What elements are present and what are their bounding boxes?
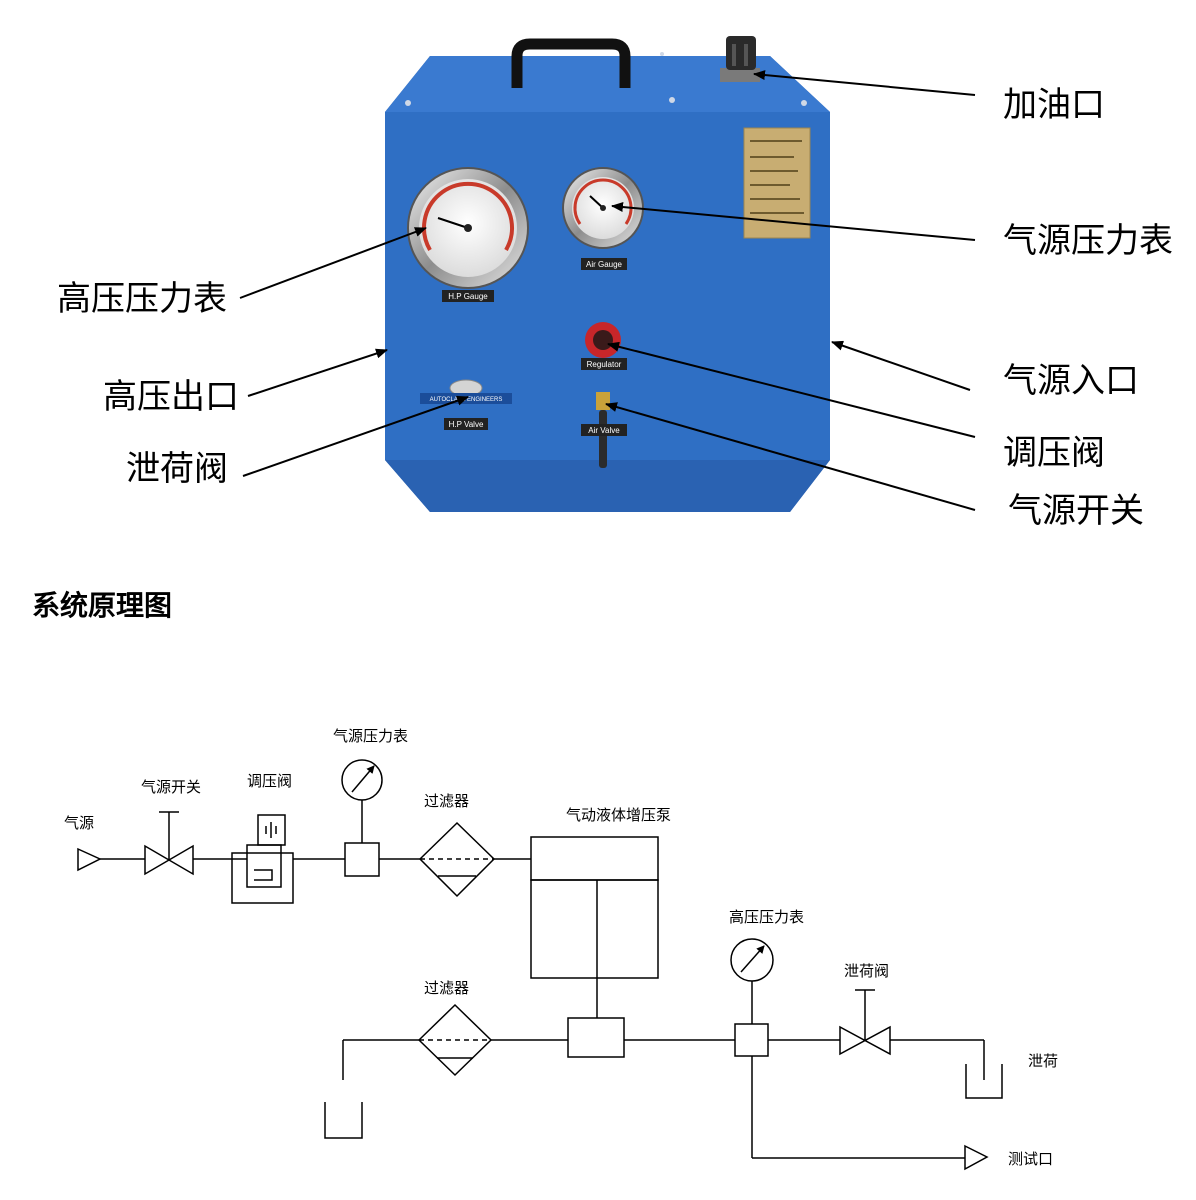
carry-handle bbox=[511, 38, 631, 88]
air-gauge-symbol bbox=[341, 759, 383, 801]
filter-bottom-symbol bbox=[417, 1003, 493, 1077]
callout-air-gauge: 气源压力表 bbox=[1003, 221, 1173, 261]
air-source-symbol bbox=[77, 847, 102, 872]
air-switch-valve bbox=[144, 811, 194, 876]
label-relief: 泄荷 bbox=[1028, 1052, 1058, 1070]
air-gauge-plate: Air Gauge bbox=[586, 260, 623, 269]
label-test-port: 测试口 bbox=[1008, 1150, 1053, 1168]
oil-fill-cap bbox=[720, 36, 760, 82]
label-hp-gauge: 高压压力表 bbox=[729, 908, 804, 926]
label-pump: 气动液体增压泵 bbox=[566, 806, 671, 824]
hp-gauge-plate: H.P Gauge bbox=[448, 292, 488, 301]
callout-regulator: 调压阀 bbox=[1003, 433, 1105, 473]
air-valve-plate: Air Valve bbox=[588, 426, 620, 435]
name-plate bbox=[743, 127, 811, 239]
pump-unit-photo: H.P Gauge Air Gauge Regulator Air Valve … bbox=[239, 36, 976, 512]
pump-symbol bbox=[530, 836, 659, 1058]
hp-valve-plate: H.P Valve bbox=[449, 420, 484, 429]
hp-tee bbox=[734, 1023, 769, 1057]
air-gauge: Air Gauge bbox=[562, 167, 644, 270]
hp-gauge-symbol bbox=[730, 938, 774, 982]
air-gauge-tee bbox=[344, 842, 380, 877]
label-air-gauge: 气源压力表 bbox=[333, 727, 408, 745]
callout-hp-outlet: 高压出口 bbox=[103, 377, 239, 417]
callout-air-inlet: 气源入口 bbox=[1003, 361, 1139, 401]
tank-left-symbol bbox=[324, 1102, 363, 1139]
regulator-plate: Regulator bbox=[587, 360, 622, 369]
test-port-symbol bbox=[964, 1144, 989, 1171]
hp-gauge: H.P Gauge bbox=[407, 167, 529, 302]
callout-oil-fill: 加油口 bbox=[1003, 85, 1105, 125]
label-regulator: 调压阀 bbox=[247, 772, 292, 790]
section-title: 系统原理图 bbox=[32, 589, 173, 622]
label-filter-bottom: 过滤器 bbox=[424, 979, 469, 997]
callout-hp-gauge: 高压压力表 bbox=[57, 279, 227, 319]
regulator-symbol bbox=[231, 814, 294, 904]
callout-air-switch: 气源开关 bbox=[1008, 491, 1144, 531]
tank-right-symbol bbox=[965, 1064, 1003, 1099]
label-relief-valve: 泄荷阀 bbox=[844, 962, 889, 980]
system-schematic: 气源 气源开关 调压阀 气源压力表 过滤器 气动液体增压泵 过滤器 高压压力表 … bbox=[64, 727, 1058, 1171]
label-air-switch: 气源开关 bbox=[141, 778, 201, 796]
label-air-source: 气源 bbox=[64, 814, 94, 832]
callout-arrows bbox=[239, 70, 976, 511]
filter-top-symbol bbox=[418, 821, 496, 898]
label-filter-top: 过滤器 bbox=[424, 792, 469, 810]
callout-relief-valve: 泄荷阀 bbox=[126, 449, 228, 489]
relief-valve-symbol bbox=[839, 989, 891, 1056]
